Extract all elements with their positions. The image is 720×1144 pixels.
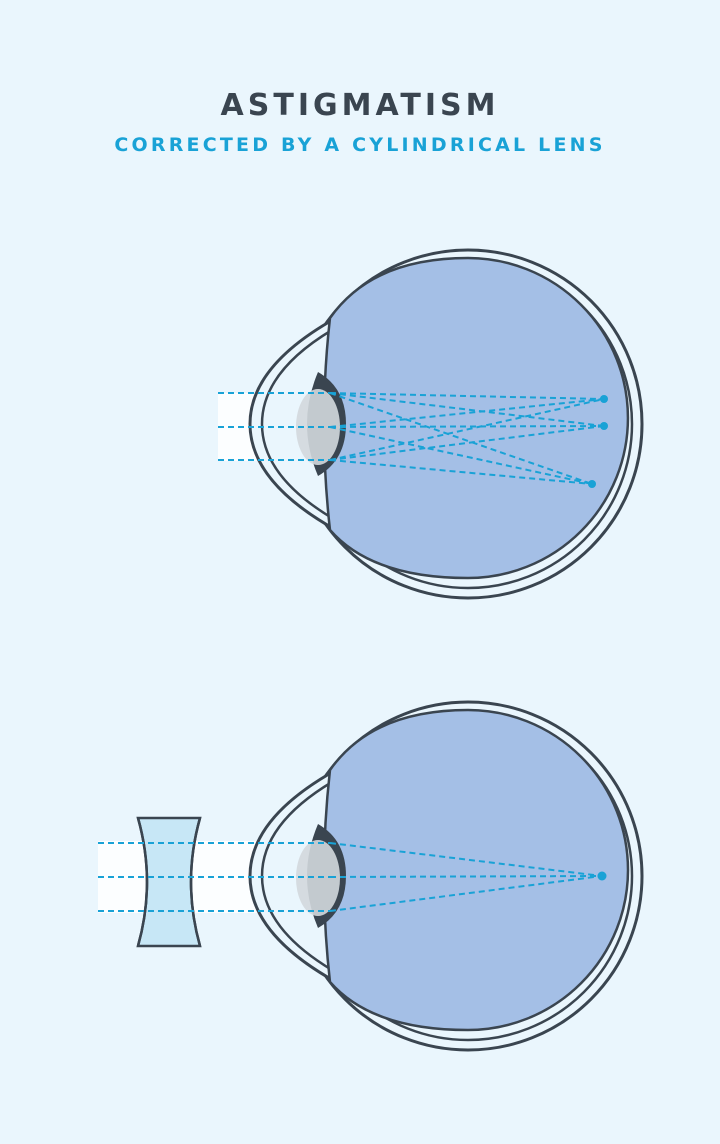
cornea-outer	[248, 316, 337, 532]
focal-point	[600, 395, 608, 403]
focal-point	[588, 480, 596, 488]
light-rays	[218, 392, 605, 485]
corrected-eye-diagram	[98, 700, 644, 1052]
vitreous-body	[322, 708, 630, 1032]
uncorrected-eye-diagram	[218, 248, 644, 600]
focal-point	[600, 422, 608, 430]
page-subtitle: CORRECTED BY A CYLINDRICAL LENS	[114, 134, 606, 156]
lens-edge-right	[189, 817, 202, 947]
vitreous-body	[322, 256, 630, 580]
page-title: ASTIGMATISM	[220, 88, 500, 123]
cornea-inner	[260, 328, 333, 520]
focal-point	[597, 871, 607, 881]
light-rays	[98, 842, 603, 912]
lens-edge-left	[136, 817, 149, 947]
